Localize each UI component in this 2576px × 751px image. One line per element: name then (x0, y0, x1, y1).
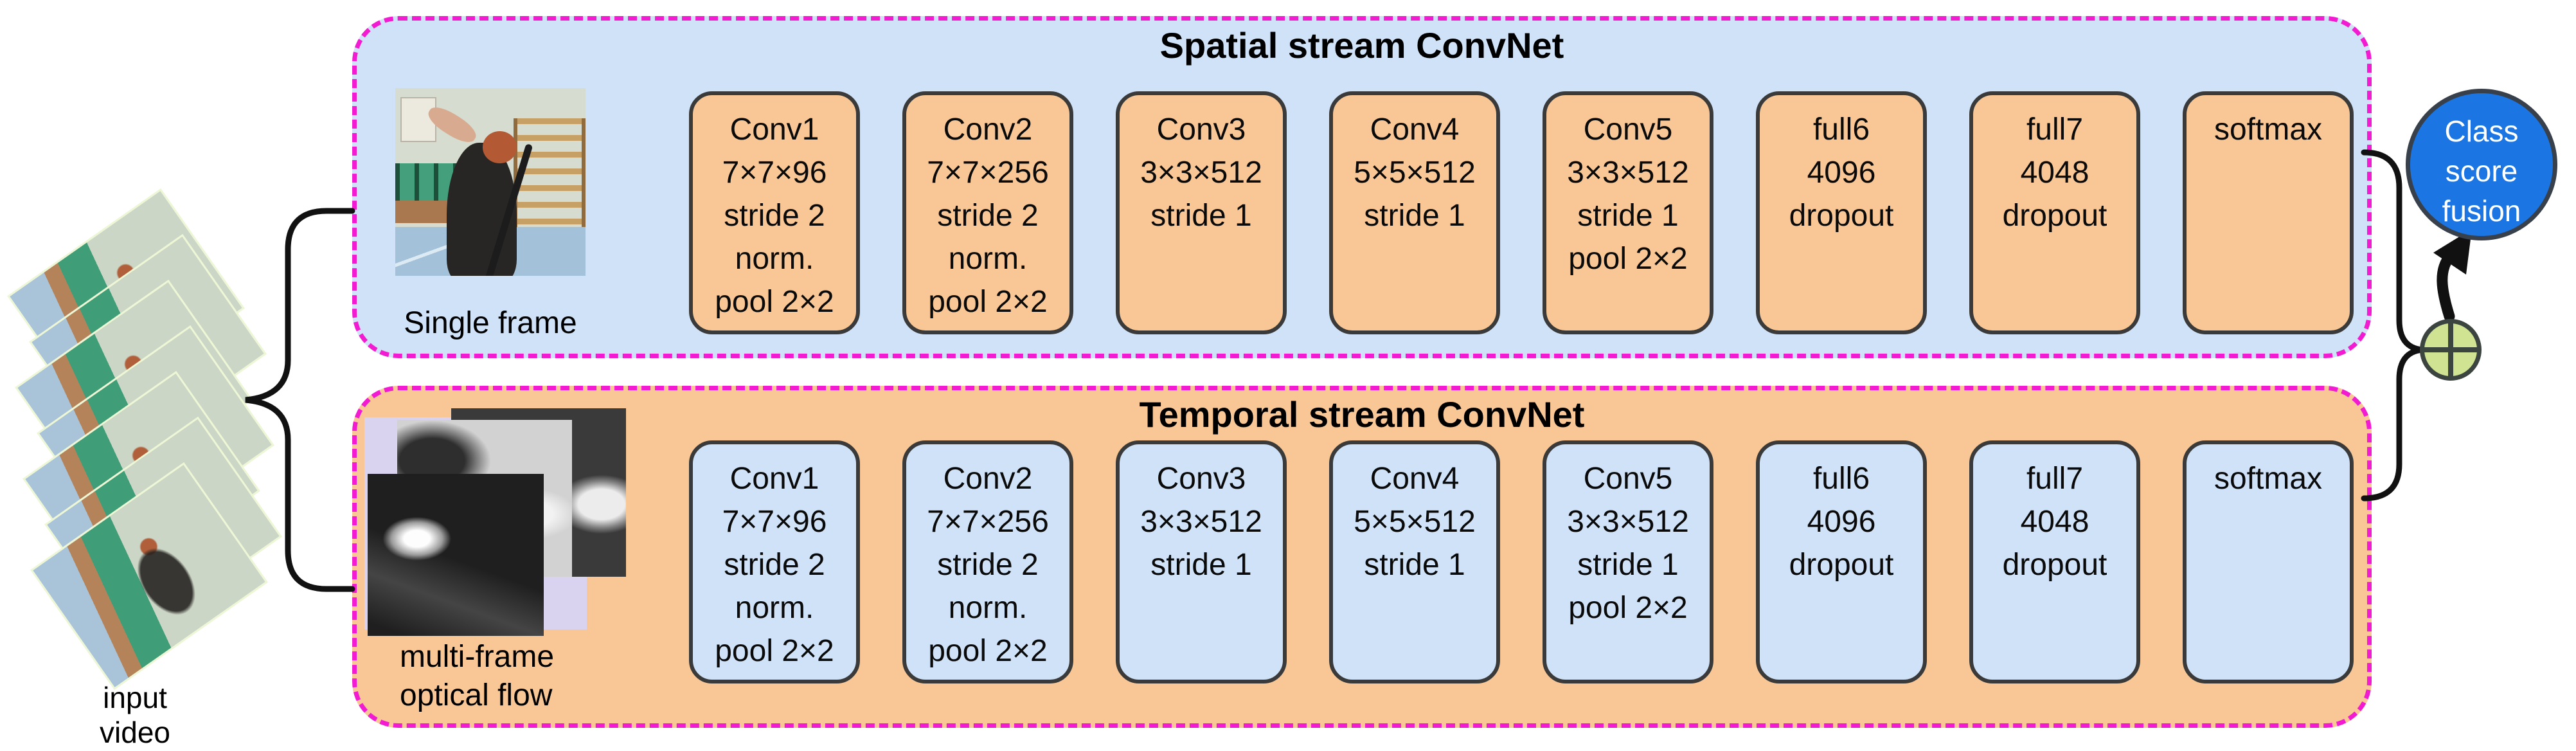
layer-text: stride 2 (724, 548, 825, 582)
spatial-conv4-box: Conv4 5×5×512 stride 1 (1329, 91, 1500, 334)
layer-text: pool 2×2 (928, 634, 1048, 668)
layer-text: 4096 (1807, 156, 1876, 190)
layer-text: stride 2 (937, 199, 1039, 233)
input-video-label: input video (26, 680, 244, 750)
layer-text: stride 2 (937, 548, 1039, 582)
layer-text: Conv2 (943, 462, 1033, 496)
layer-text: 3×3×512 (1140, 505, 1262, 539)
layer-text: Conv3 (1156, 113, 1246, 147)
layer-text: full7 (2026, 462, 2084, 496)
layer-text: full6 (1812, 462, 1870, 496)
layer-text: stride 1 (1150, 199, 1252, 233)
person-torso (446, 142, 517, 276)
layer-text: softmax (2214, 462, 2323, 496)
class-score-fusion-node: Class score fusion (2406, 89, 2557, 240)
layer-text: 3×3×512 (1567, 505, 1689, 539)
temporal-softmax-box: softmax (2183, 440, 2354, 683)
layer-text: 4048 (2020, 505, 2089, 539)
layer-text: norm. (735, 591, 814, 625)
layer-text: stride 1 (1364, 199, 1465, 233)
layer-text: Conv4 (1370, 113, 1460, 147)
input-video-label-line: video (100, 716, 170, 749)
layer-text: Conv4 (1370, 462, 1460, 496)
layer-text: dropout (2002, 199, 2107, 233)
layer-text: pool 2×2 (928, 285, 1048, 319)
layer-text: norm. (735, 242, 814, 276)
single-frame-image (395, 88, 586, 276)
layer-text: Conv1 (729, 462, 819, 496)
layer-text: Conv2 (943, 113, 1033, 147)
layer-text: pool 2×2 (715, 285, 834, 319)
layer-text: 3×3×512 (1567, 156, 1689, 190)
layer-text: Conv3 (1156, 462, 1246, 496)
sum-icon-horizontal-bar (2422, 347, 2480, 352)
layer-text: softmax (2214, 113, 2323, 147)
fusion-label-line: Class (2444, 114, 2519, 148)
layer-text: norm. (948, 242, 1028, 276)
optical-flow-caption: multi-frame optical flow (400, 638, 554, 715)
layer-text: 5×5×512 (1354, 505, 1476, 539)
optical-flow-caption-line: optical flow (400, 678, 553, 712)
input-video-label-line: input (103, 681, 167, 714)
layer-text: 7×7×256 (927, 156, 1049, 190)
layer-text: full7 (2026, 113, 2084, 147)
spatial-conv1-box: Conv1 7×7×96 stride 2 norm. pool 2×2 (689, 91, 860, 334)
layer-text: pool 2×2 (1568, 242, 1688, 276)
single-frame-caption: Single frame (359, 305, 622, 342)
layer-text: 4048 (2020, 156, 2089, 190)
layer-text: dropout (1789, 199, 1894, 233)
optical-flow-caption-line: multi-frame (400, 640, 555, 674)
layer-text: stride 2 (724, 199, 825, 233)
layer-text: stride 1 (1364, 548, 1465, 582)
spatial-conv2-box: Conv2 7×7×256 stride 2 norm. pool 2×2 (902, 91, 1073, 334)
person-hair (483, 131, 517, 163)
layer-text: pool 2×2 (1568, 591, 1688, 625)
temporal-stream-title: Temporal stream ConvNet (1139, 394, 1585, 435)
layer-text: full6 (1812, 113, 1870, 147)
fusion-label-line: fusion (2442, 194, 2521, 228)
layer-text: 7×7×256 (927, 505, 1049, 539)
temporal-conv1-box: Conv1 7×7×96 stride 2 norm. pool 2×2 (689, 440, 860, 683)
layer-text: stride 1 (1577, 548, 1679, 582)
layer-text: pool 2×2 (715, 634, 834, 668)
spatial-softmax-box: softmax (2183, 91, 2354, 334)
fusion-arrow-shaft (2437, 250, 2456, 322)
spatial-full7-box: full7 4048 dropout (1969, 91, 2140, 334)
gym-wall-bars (513, 118, 586, 231)
layer-text: 7×7×96 (722, 505, 827, 539)
temporal-conv3-box: Conv3 3×3×512 stride 1 (1116, 440, 1287, 683)
layer-text: 4096 (1807, 505, 1876, 539)
single-frame-caption-line: Single frame (404, 306, 577, 340)
temporal-conv4-box: Conv4 5×5×512 stride 1 (1329, 440, 1500, 683)
layer-text: Conv5 (1583, 462, 1673, 496)
layer-text: Conv5 (1583, 113, 1673, 147)
layer-text: stride 1 (1577, 199, 1679, 233)
temporal-full6-box: full6 4096 dropout (1756, 440, 1927, 683)
flow-frame-black (368, 474, 544, 636)
layer-text: stride 1 (1150, 548, 1252, 582)
layer-text: norm. (948, 591, 1028, 625)
layer-text: 5×5×512 (1354, 156, 1476, 190)
optical-flow-image (360, 408, 630, 637)
temporal-conv5-box: Conv5 3×3×512 stride 1 pool 2×2 (1543, 440, 1713, 683)
spatial-full6-box: full6 4096 dropout (1756, 91, 1927, 334)
layer-text: 3×3×512 (1140, 156, 1262, 190)
temporal-full7-box: full7 4048 dropout (1969, 440, 2140, 683)
layer-text: dropout (2002, 548, 2107, 582)
temporal-conv2-box: Conv2 7×7×256 stride 2 norm. pool 2×2 (902, 440, 1073, 683)
layer-text: 7×7×96 (722, 156, 827, 190)
spatial-conv3-box: Conv3 3×3×512 stride 1 (1116, 91, 1287, 334)
sum-icon (2420, 319, 2482, 381)
spatial-conv5-box: Conv5 3×3×512 stride 1 pool 2×2 (1543, 91, 1713, 334)
spatial-stream-title: Spatial stream ConvNet (1159, 25, 1564, 66)
layer-text: Conv1 (729, 113, 819, 147)
layer-text: dropout (1789, 548, 1894, 582)
fusion-label-line: score (2445, 154, 2518, 188)
